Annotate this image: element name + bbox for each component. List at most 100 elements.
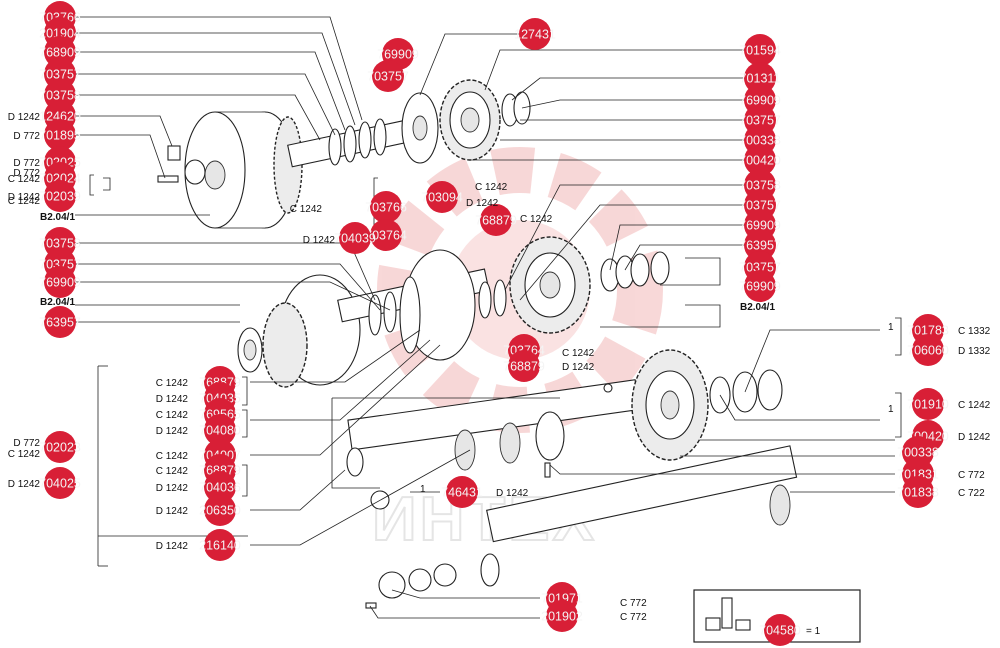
code-lower-7: D 1242	[156, 506, 189, 517]
part-number: 216140	[199, 539, 241, 553]
badge-top-2[interactable]: 127431	[514, 18, 556, 50]
badge-circle	[204, 414, 236, 446]
code-lower-6: D 1242	[156, 483, 189, 494]
badge-left-9[interactable]: 702039	[39, 180, 81, 212]
bracket-mark-1: 1	[888, 322, 894, 333]
badge-circle	[44, 467, 76, 499]
badge-right-1[interactable]: 701311	[740, 62, 781, 94]
code-lower-left-0b: C 1242	[8, 449, 41, 460]
code-left-9: D 1242	[8, 192, 41, 203]
code-lower-left-1: D 1242	[8, 479, 41, 490]
leader-lines	[75, 16, 895, 619]
part-number: 768879	[199, 464, 241, 478]
badge-mid-2[interactable]: 768879	[475, 204, 517, 236]
badge-lower-7[interactable]: 206350	[199, 494, 241, 526]
part-number: 701895	[39, 129, 81, 143]
badge-left-2[interactable]: 768909	[39, 36, 81, 68]
badge-right-9[interactable]: 763957	[739, 229, 781, 261]
part-number: 704036	[199, 481, 241, 495]
part-number: 127431	[514, 28, 556, 42]
bottom-index-0: 1	[420, 484, 426, 495]
group-label-2: B2.04/1	[40, 297, 75, 308]
badge-bottom-0[interactable]: 746431	[441, 476, 483, 508]
part-number: 704039	[334, 232, 376, 246]
badge-circle	[446, 476, 478, 508]
badge-circle	[744, 62, 776, 94]
badge-mid-3[interactable]: 703764	[365, 219, 407, 251]
inset-qty: = 1	[806, 626, 821, 637]
badge-lower-left-0[interactable]: 702023	[39, 431, 81, 463]
badge-right-lower-6[interactable]: 701838	[897, 476, 939, 508]
badge-circle	[370, 191, 402, 223]
part-number: 706060	[907, 344, 949, 358]
part-number: 768879	[503, 360, 545, 374]
group-label-1: B2.04/1	[40, 212, 75, 223]
badge-circle	[204, 529, 236, 561]
badge-inset[interactable]: 704580	[759, 614, 801, 646]
badge-lower-left-1[interactable]: 704025	[39, 467, 81, 499]
badge-circle	[44, 119, 76, 151]
code-right-lower-3: D 1242	[958, 432, 991, 443]
badge-left-6[interactable]: 701895	[39, 119, 81, 151]
code-bottom-2: C 772	[620, 612, 647, 623]
badge-circle	[744, 229, 776, 261]
badge-left-13[interactable]: 763957	[39, 306, 81, 338]
code-lower-left-0a: D 772	[13, 438, 40, 449]
badge-circle	[204, 471, 236, 503]
lower-shaft-assembly	[346, 349, 798, 609]
code-left-8: C 1242	[8, 174, 41, 185]
part-number: 700338	[897, 446, 939, 460]
part-number: 701311	[740, 72, 781, 86]
badge-circle	[508, 350, 540, 382]
part-number: 702039	[39, 190, 81, 204]
code-lower-3: D 1242	[156, 426, 189, 437]
badge-mid-0[interactable]: 703766	[365, 191, 407, 223]
part-number: 703766	[365, 201, 407, 215]
badge-circle	[426, 181, 458, 213]
badge-right-11[interactable]: 769909	[739, 270, 781, 302]
code-mid-2: C 1242	[520, 214, 553, 225]
part-number: 703757	[739, 199, 781, 213]
middle-shaft-assembly	[237, 236, 670, 388]
part-number: 701838	[897, 486, 939, 500]
part-number: 702023	[39, 441, 81, 455]
badge-circle	[912, 388, 944, 420]
badge-circle	[44, 306, 76, 338]
code-right-lower-6: C 722	[958, 488, 985, 499]
part-number: 703764	[365, 229, 407, 243]
badge-bottom-2[interactable]: 201902	[541, 600, 583, 632]
badge-lower-6[interactable]: 704036	[199, 471, 241, 503]
badge-circle	[546, 600, 578, 632]
badge-circle	[370, 219, 402, 251]
badge-mid-6[interactable]: 768879	[503, 350, 545, 382]
part-number: 769909	[739, 219, 781, 233]
badge-circle	[372, 60, 404, 92]
part-number: 768909	[39, 46, 81, 60]
code-mid-5: C 1242	[562, 348, 595, 359]
part-number: 701910	[907, 398, 949, 412]
code-left-7: D 772	[13, 158, 40, 169]
badge-mid-4[interactable]: 704039	[334, 222, 376, 254]
code-mid-0: C 1242	[475, 182, 508, 193]
badge-circle	[204, 494, 236, 526]
badge-left-12[interactable]: 769909	[39, 266, 81, 298]
badge-right-0[interactable]: 701594	[739, 34, 781, 66]
code-lower-5: C 1242	[156, 466, 189, 477]
part-number: 703757	[739, 261, 781, 275]
code-right-lower-0: C 1332	[958, 326, 991, 337]
bracket-mark-2: 1	[888, 404, 894, 415]
part-number: 763957	[739, 239, 781, 253]
badge-right-5[interactable]: 700420	[739, 144, 781, 176]
badge-circle	[912, 334, 944, 366]
badge-circle	[519, 18, 551, 50]
part-number: 763957	[39, 316, 81, 330]
badge-right-lower-4[interactable]: 700338	[897, 436, 939, 468]
badge-mid-1[interactable]: 703094	[421, 181, 463, 213]
badge-lower-3[interactable]: 704080	[199, 414, 241, 446]
part-number: 700338	[739, 134, 781, 148]
part-number: 700420	[739, 154, 781, 168]
badge-right-lower-2[interactable]: 701910	[907, 388, 949, 420]
badge-lower-8[interactable]: 216140	[199, 529, 241, 561]
badge-right-lower-1[interactable]: 706060	[907, 334, 949, 366]
badge-top-1[interactable]: 703757	[367, 60, 409, 92]
